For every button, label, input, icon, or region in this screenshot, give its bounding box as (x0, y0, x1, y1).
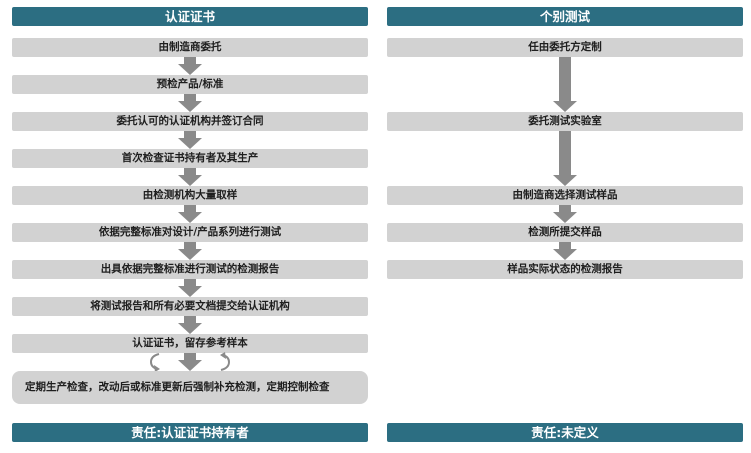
step-sampling: 由检测机构大量取样 (12, 186, 368, 205)
step-submit-documents: 将测试报告和所有必要文档提交给认证机构 (12, 297, 368, 316)
step-test-report: 出具依据完整标准进行测试的检测报告 (12, 260, 368, 279)
step-commission-lab: 委托测试实验室 (387, 112, 743, 131)
flow-arrow (178, 205, 202, 223)
step-manufacturer-selects-sample: 由制造商选择测试样品 (387, 186, 743, 205)
step-periodic-inspection: 定期生产检查，改动后或标准更新后强制补充检测，定期控制检查 (12, 371, 368, 404)
flow-arrow (178, 168, 202, 186)
step-precheck-product: 预检产品/标准 (12, 75, 368, 94)
certificate-responsibility: 责任:认证证书持有者 (12, 423, 368, 442)
flow-arrow (178, 94, 202, 112)
flow-arrow (553, 205, 577, 223)
flow-arrow-long (553, 131, 577, 186)
certificate-column: 认证证书 由制造商委托 预检产品/标准 委托认可的认证机构并签订合同 首次检查证… (12, 0, 368, 453)
cycle-arrow-right-icon (218, 352, 232, 372)
flow-arrow (178, 279, 202, 297)
step-manufacturer-commission: 由制造商委托 (12, 38, 368, 57)
flow-arrow (178, 353, 202, 371)
individual-test-responsibility: 责任:未定义 (387, 423, 743, 442)
step-contract-certifier: 委托认可的认证机构并签订合同 (12, 112, 368, 131)
individual-test-column: 个别测试 任由委托方定制 委托测试实验室 由制造商选择测试样品 检测所提交样品 … (387, 0, 743, 453)
step-test-submitted-sample: 检测所提交样品 (387, 223, 743, 242)
flow-arrow (553, 242, 577, 260)
flow-arrow (178, 57, 202, 75)
step-initial-inspection: 首次检查证书持有者及其生产 (12, 149, 368, 168)
step-full-standard-test: 依据完整标准对设计/产品系列进行测试 (12, 223, 368, 242)
cycle-arrow-left-icon (148, 352, 162, 372)
step-certificate-issued: 认证证书，留存参考样本 (12, 334, 368, 353)
individual-test-header: 个别测试 (387, 7, 743, 26)
flow-arrow (178, 316, 202, 334)
flow-arrow-long (553, 57, 577, 112)
flow-arrow (178, 242, 202, 260)
flow-arrow (178, 131, 202, 149)
step-custom-order: 任由委托方定制 (387, 38, 743, 57)
certificate-header: 认证证书 (12, 7, 368, 26)
step-sample-state-report: 样品实际状态的检测报告 (387, 260, 743, 279)
